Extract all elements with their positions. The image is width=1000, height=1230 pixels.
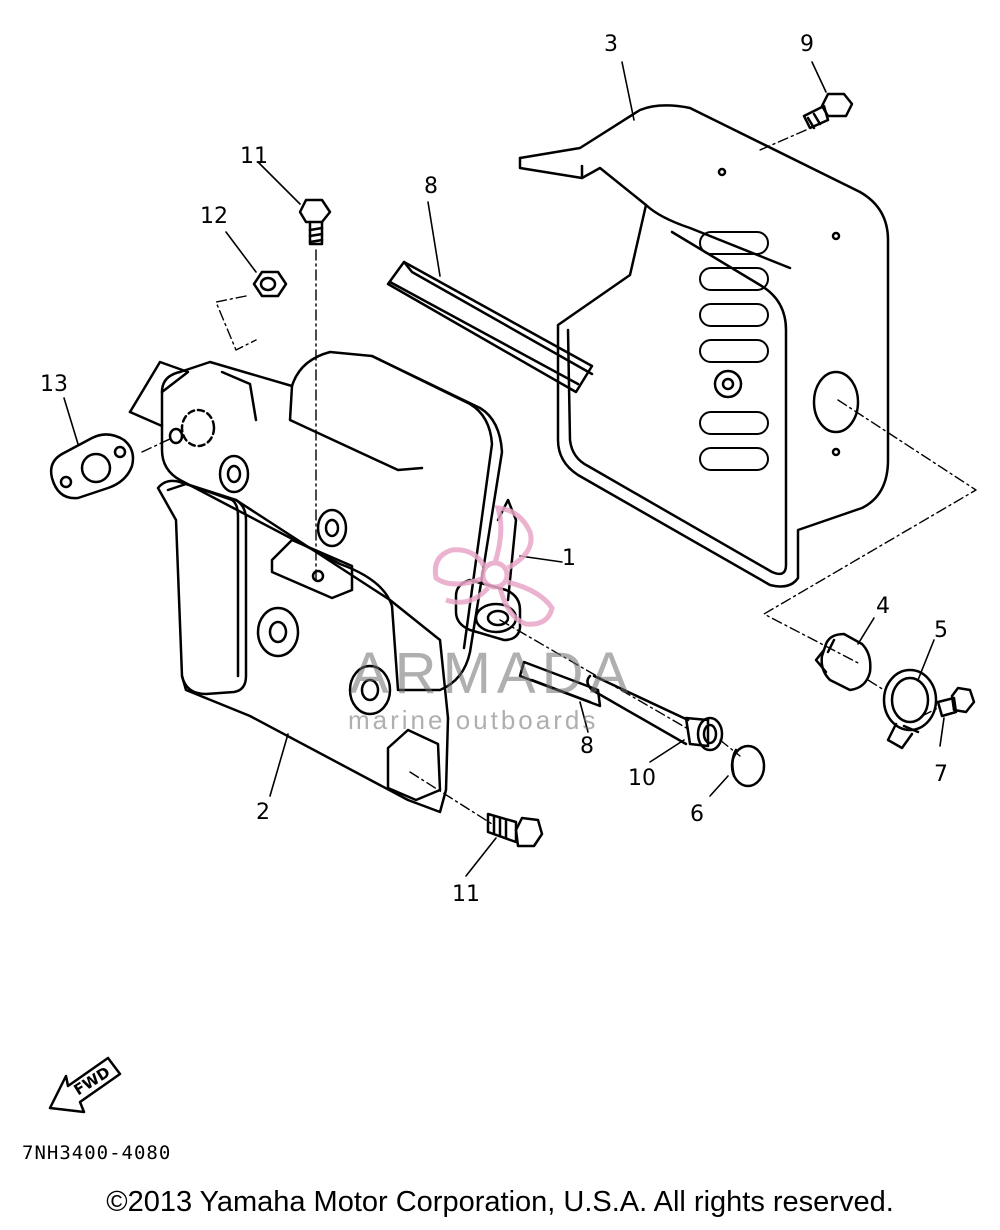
part-8-gasket-upper bbox=[386, 260, 594, 394]
leader-lines bbox=[63, 61, 945, 877]
callout-2: 2 bbox=[256, 800, 270, 825]
callout-1: 1 bbox=[562, 546, 576, 571]
part-4-plug bbox=[814, 632, 872, 692]
cover-louvers bbox=[699, 231, 769, 471]
part-13-exhaust-gasket bbox=[49, 433, 135, 500]
callout-11-lower: 11 bbox=[452, 882, 480, 907]
watermark-title: ARMADA bbox=[350, 641, 635, 706]
callout-9: 9 bbox=[800, 32, 814, 57]
fwd-arrow bbox=[48, 1056, 122, 1114]
callout-13: 13 bbox=[40, 372, 68, 397]
callout-6: 6 bbox=[690, 802, 704, 827]
part-9-bolt bbox=[802, 92, 854, 130]
part-1-muffler bbox=[128, 350, 522, 692]
callout-7: 7 bbox=[934, 762, 948, 787]
part-5-clamp bbox=[882, 668, 938, 750]
assembly-lines bbox=[141, 129, 977, 825]
copyright-notice: ©2013 Yamaha Motor Corporation, U.S.A. A… bbox=[106, 1186, 894, 1218]
part-12-nut bbox=[252, 270, 288, 298]
watermark-logo bbox=[432, 505, 555, 627]
watermark-subtitle: marine outboards bbox=[348, 705, 599, 735]
callout-8-upper: 8 bbox=[424, 174, 438, 199]
part-11-bolt-lower bbox=[486, 812, 544, 848]
callout-4: 4 bbox=[876, 594, 890, 619]
callout-10: 10 bbox=[628, 766, 656, 791]
part-11-bolt-upper bbox=[298, 198, 332, 246]
part-3-muffler-cover bbox=[518, 104, 890, 588]
diagram-code: 7NH3400-4080 bbox=[22, 1142, 172, 1164]
callout-3: 3 bbox=[604, 32, 618, 57]
part-8-gasket-lower bbox=[518, 660, 602, 708]
callout-8-lower: 8 bbox=[580, 734, 594, 759]
callout-11-upper: 11 bbox=[240, 144, 268, 169]
part-7-screw bbox=[936, 686, 976, 718]
part-6-cap bbox=[730, 744, 766, 788]
callout-12: 12 bbox=[200, 204, 228, 229]
callout-5: 5 bbox=[934, 618, 948, 643]
